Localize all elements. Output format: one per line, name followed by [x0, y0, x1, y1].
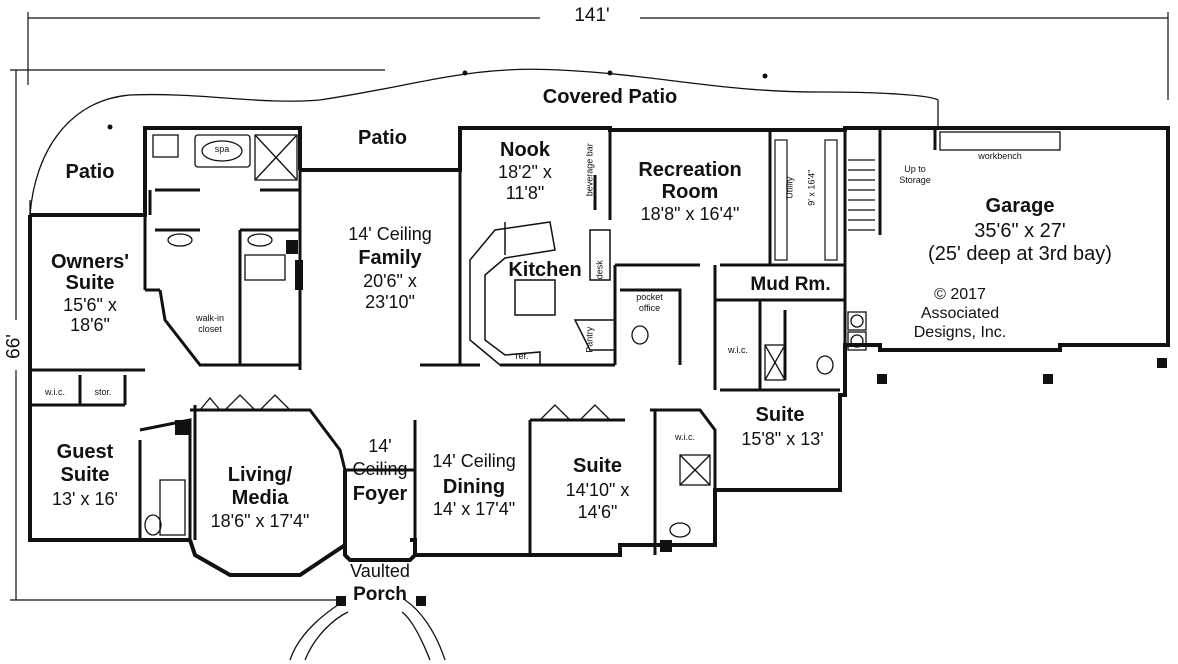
spa-label: spa	[214, 144, 230, 154]
dimension-depth-line	[10, 69, 385, 601]
bay-windows	[199, 394, 611, 421]
foyer-ceiling-1: 14'	[368, 436, 392, 456]
ref-label: ref.	[515, 351, 529, 361]
dimension-width-label: 141'	[574, 5, 610, 26]
copyright-line-1: © 2017	[934, 286, 986, 303]
recreation-name-1: Recreation	[638, 159, 742, 181]
dining-name: Dining	[442, 476, 506, 498]
suite-center-dim-2: 14'6"	[577, 502, 618, 522]
pocket-office-label-2: office	[638, 303, 661, 313]
family-ceiling: 14' Ceiling	[348, 224, 432, 244]
dimension-width-line	[27, 12, 1169, 100]
up-to-storage-label-1: Up to	[904, 164, 926, 174]
dimension-depth-label: 66'	[3, 334, 25, 359]
family-dim-1: 20'6" x	[363, 271, 417, 291]
guest-suite-name-1: Guest	[56, 441, 114, 463]
living-media-name-1: Living/	[227, 464, 293, 486]
living-media-dim: 18'6" x 17'4"	[210, 511, 310, 531]
walk-in-closet-label-2: closet	[198, 324, 222, 334]
dining-ceiling: 14' Ceiling	[432, 451, 516, 471]
suite-center-dim-1: 14'10" x	[565, 480, 630, 500]
garage-name: Garage	[985, 195, 1055, 217]
copyright-line-3: Designs, Inc.	[913, 324, 1007, 341]
suite-right-dim: 15'8" x 13'	[741, 429, 824, 449]
family-name: Family	[358, 247, 422, 269]
patio-center-label: Patio	[358, 127, 407, 149]
porch-label-2: Porch	[353, 584, 407, 605]
walk-in-closet-label-1: walk-in	[195, 313, 224, 323]
owners-suite-dim-2: 18'6"	[70, 315, 110, 335]
foyer-name: Foyer	[352, 483, 408, 505]
wic-left-label: w.i.c.	[44, 387, 65, 397]
desk-label: desk	[594, 260, 605, 280]
nook-dim-2: 11'8"	[505, 183, 545, 203]
storage-left-label: stor.	[94, 387, 112, 397]
wic-center-label: w.i.c.	[727, 345, 748, 355]
dining-dim: 14' x 17'4"	[432, 499, 516, 519]
suite-center-name: Suite	[573, 455, 622, 477]
up-to-storage-label-2: Storage	[899, 175, 931, 185]
nook-name: Nook	[500, 139, 550, 161]
foyer-ceiling-2: Ceiling	[352, 459, 408, 479]
nook-dim-1: 18'2" x	[498, 162, 552, 182]
kitchen-name: Kitchen	[508, 259, 582, 281]
copyright-line-2: Associated	[920, 305, 1000, 322]
guest-suite-name-2: Suite	[60, 464, 110, 486]
utility-shelves	[774, 139, 838, 261]
workbench-label: workbench	[978, 151, 1022, 161]
suite-right-name: Suite	[755, 404, 805, 426]
pantry-label: Pantry	[584, 326, 595, 353]
owners-suite-name-2: Suite	[65, 272, 115, 294]
utility-dim-label: 9' x 16'4"	[806, 169, 817, 206]
wic-right-label: w.i.c.	[674, 432, 695, 442]
recreation-name-2: Room	[661, 181, 719, 203]
covered-patio-label: Covered Patio	[542, 86, 678, 108]
garage-note: (25' deep at 3rd bay)	[928, 243, 1112, 265]
utility-label: Utility	[784, 176, 795, 199]
mud-room-name: Mud Rm.	[750, 274, 831, 295]
owners-suite-dim-1: 15'6" x	[63, 295, 117, 315]
garage-stairs	[848, 159, 875, 231]
patio-left-label: Patio	[65, 161, 115, 183]
beverage-bar-label: beverage bar	[584, 143, 595, 197]
guest-suite-dim: 13' x 16'	[52, 489, 118, 509]
garage-dim: 35'6" x 27'	[974, 220, 1066, 242]
porch-label-1: Vaulted	[350, 561, 410, 581]
bath-fixtures	[144, 134, 867, 538]
living-media-name-2: Media	[231, 487, 289, 509]
workbench-counter	[939, 131, 1061, 151]
pocket-office-label-1: pocket	[636, 292, 663, 302]
covered-patio-outline	[29, 68, 939, 216]
family-dim-2: 23'10"	[365, 292, 415, 312]
owners-suite-name-1: Owners'	[50, 251, 130, 273]
kitchen-counters	[469, 221, 616, 366]
porch-steps	[289, 599, 446, 661]
recreation-dim: 18'8" x 16'4"	[640, 204, 740, 224]
porch-columns	[107, 70, 1167, 606]
